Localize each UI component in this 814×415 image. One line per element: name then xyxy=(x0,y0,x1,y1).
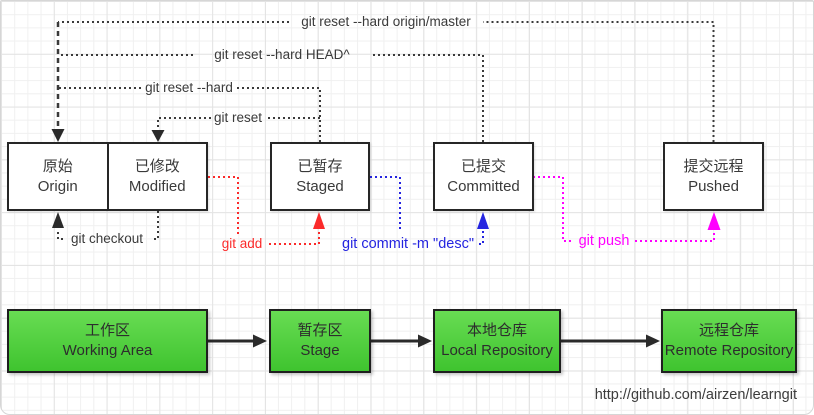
local-repository-label-zh: 本地仓库 xyxy=(466,322,527,339)
state-box-origin-modified: 原始 Origin 已修改 Modified xyxy=(7,142,208,211)
reset-hard-origin-master-path xyxy=(58,21,715,142)
state-box-modified: 已修改 Modified xyxy=(109,144,207,209)
flow-arrows xyxy=(208,334,660,348)
origin-label-zh: 原始 xyxy=(42,157,73,175)
area-box-local-repository: 本地仓库 Local Repository xyxy=(433,309,561,373)
arrowhead-working-to-stage xyxy=(253,334,267,348)
arrowhead-up-staged xyxy=(313,212,325,229)
staged-label-en: Staged xyxy=(296,177,344,195)
working-area-label-zh: 工作区 xyxy=(84,322,130,339)
state-box-pushed: 提交远程 Pushed xyxy=(663,142,764,211)
arrowhead-up-pushed xyxy=(707,212,721,230)
label-git-reset-hard-head: git reset --hard HEAD^ xyxy=(214,47,350,62)
label-git-commit: git commit -m "desc" xyxy=(342,236,474,252)
commit-path xyxy=(370,176,484,245)
area-box-stage: 暂存区 Stage xyxy=(269,309,371,373)
label-git-checkout: git checkout xyxy=(70,231,144,246)
add-path xyxy=(208,176,320,245)
modified-label-en: Modified xyxy=(128,177,186,195)
area-box-working-area: 工作区 Working Area xyxy=(7,309,208,373)
local-repository-label-en: Local Repository xyxy=(441,342,553,359)
reset-hard-head-path xyxy=(58,54,484,142)
staged-label-zh: 已暂存 xyxy=(297,157,343,175)
box-divider xyxy=(106,144,109,209)
arrowhead-local-to-remote xyxy=(646,334,660,348)
label-git-reset-hard-origin-master: git reset --hard origin/master xyxy=(301,14,471,29)
modified-label-zh: 已修改 xyxy=(134,157,180,175)
origin-label-en: Origin xyxy=(37,177,78,195)
state-box-committed: 已提交 Committed xyxy=(433,142,534,211)
pushed-label-en: Pushed xyxy=(688,177,739,195)
arrowhead-down-origin xyxy=(51,129,65,142)
url-caption: http://github.com/airzen/learngit xyxy=(594,387,797,403)
label-git-reset: git reset xyxy=(213,110,263,125)
arrowhead-stage-to-local xyxy=(418,334,432,348)
label-git-push: git push xyxy=(578,233,630,249)
reset-path xyxy=(157,117,320,130)
committed-label-zh: 已提交 xyxy=(460,157,506,175)
push-path xyxy=(533,176,715,242)
state-box-origin: 原始 Origin xyxy=(9,144,107,209)
origin-inbound-vertical xyxy=(51,22,165,142)
remote-repository-label-en: Remote Repository xyxy=(664,342,794,359)
committed-label-en: Committed xyxy=(447,177,520,195)
state-box-staged: 已暂存 Staged xyxy=(270,142,370,211)
arrowhead-down-modified xyxy=(151,130,165,142)
working-area-label-en: Working Area xyxy=(62,342,153,359)
arrowhead-up-origin xyxy=(52,212,64,228)
area-box-remote-repository: 远程仓库 Remote Repository xyxy=(661,309,797,373)
label-git-add: git add xyxy=(221,236,263,251)
remote-repository-label-zh: 远程仓库 xyxy=(698,322,759,339)
arrowhead-up-committed xyxy=(477,212,489,229)
stage-label-zh: 暂存区 xyxy=(297,322,343,339)
reset-hard-path xyxy=(58,87,321,142)
label-git-reset-hard: git reset --hard xyxy=(145,80,233,95)
checkout-path xyxy=(57,211,159,240)
pushed-label-zh: 提交远程 xyxy=(683,157,744,175)
stage-label-en: Stage xyxy=(300,342,340,359)
